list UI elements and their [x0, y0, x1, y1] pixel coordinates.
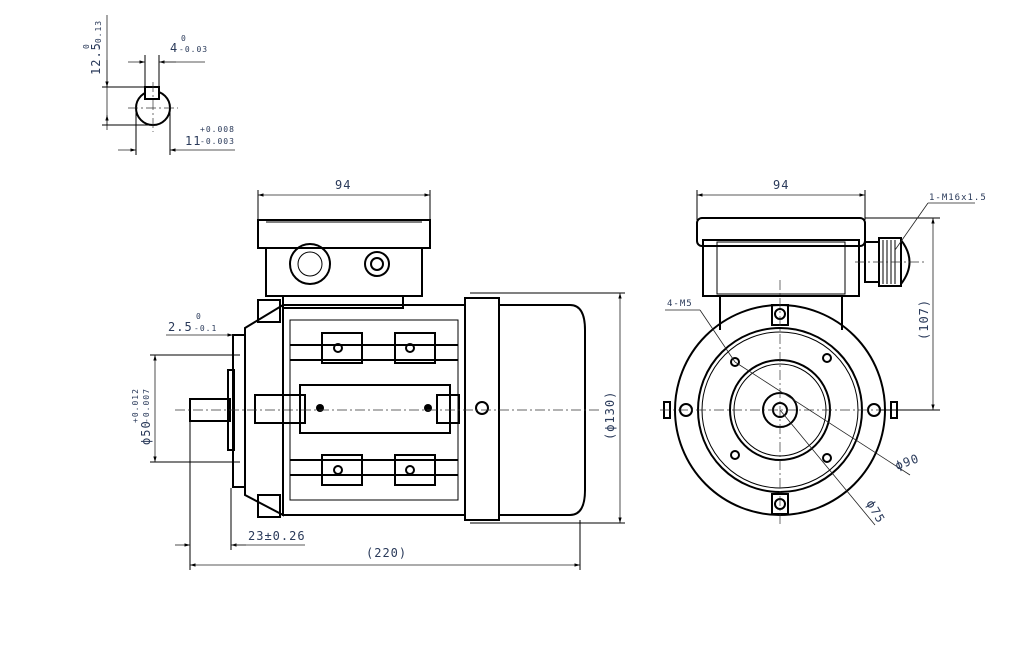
terminal-box	[265, 247, 423, 297]
mount-holes-label: 4-M5	[667, 299, 693, 309]
spigot-diameter-label: ϕ50	[139, 420, 153, 445]
flange-step-label: 2.5	[168, 320, 193, 334]
svg-text:-0.13: -0.13	[94, 20, 103, 49]
terminal-box	[702, 239, 860, 297]
front-terminal-box-width: 94	[773, 178, 789, 192]
svg-text:-0.007: -0.007	[142, 388, 151, 423]
mounting-holes	[730, 353, 832, 463]
keyway-detail: 12.5 0 -0.13 4 0 -0.03 11 +0.008 -0.003	[82, 15, 235, 155]
key-slot	[144, 86, 160, 100]
key-depth-label: 12.5	[89, 42, 103, 75]
terminal-box-lid	[696, 217, 866, 247]
pcd-label: ϕ90	[893, 451, 921, 473]
shaft-diameter-label: 11	[185, 134, 201, 148]
svg-text:-0.03: -0.03	[179, 45, 208, 54]
svg-text:-0.1: -0.1	[194, 324, 217, 333]
shaft-height-label: (107)	[917, 299, 931, 340]
shaft-length-label: 23±0.26	[248, 529, 306, 543]
terminal-box-lid	[257, 219, 431, 249]
svg-text:+0.008: +0.008	[200, 125, 235, 134]
fan-cover-flange	[464, 297, 500, 521]
key-width-label: 4	[170, 41, 178, 55]
side-terminal-box-width: 94	[335, 178, 351, 192]
svg-text:0: 0	[181, 34, 187, 43]
overall-length-label: (220)	[366, 546, 407, 560]
front-view: 94 (107) 1-M16	[660, 178, 987, 526]
side-view: 94	[131, 178, 625, 570]
cable-gland-label: 1-M16x1.5	[929, 193, 987, 203]
svg-text:-0.003: -0.003	[200, 137, 235, 146]
housing-diameter-label: (ϕ130)	[603, 391, 617, 440]
spigot-label: ϕ75	[863, 498, 887, 526]
svg-text:0: 0	[196, 312, 202, 321]
svg-text:+0.012: +0.012	[131, 388, 140, 423]
svg-text:0: 0	[82, 43, 91, 49]
